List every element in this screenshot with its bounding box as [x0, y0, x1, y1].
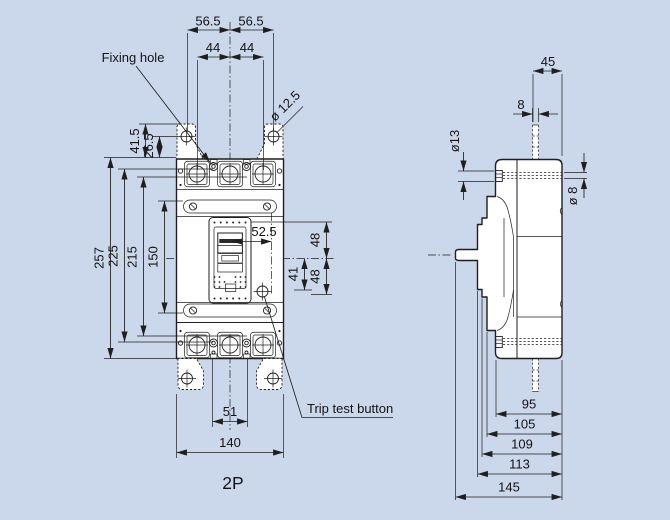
breaker-body-side	[454, 158, 563, 360]
dim-113: 113	[509, 457, 530, 472]
dim-48-top: 48	[308, 233, 323, 247]
fixing-hole-leader	[135, 65, 211, 163]
dim-145: 145	[498, 480, 520, 495]
dim-140: 140	[219, 435, 241, 450]
bottom-cover-plate	[176, 302, 284, 323]
top-cover-plate	[176, 199, 284, 217]
front-view-dimensions: 56.5 56.5 44 44 Fixing hole ø 12.5 41.5 …	[92, 14, 394, 494]
dim-52-5: 52.5	[251, 224, 276, 239]
trip-test-label: Trip test button	[307, 401, 393, 416]
side-view-dimensions: 45 8 ø13 ø 8 95 105 109 113 1	[447, 54, 588, 501]
side-view	[428, 124, 563, 392]
dim-95: 95	[522, 397, 536, 412]
terminal-screw-top	[495, 170, 562, 182]
dim-215: 215	[125, 246, 140, 268]
fixing-hole-label: Fixing hole	[102, 50, 165, 65]
dim-150: 150	[146, 246, 161, 268]
dim-225: 225	[106, 245, 121, 267]
dim-56-5-right: 56.5	[238, 14, 263, 29]
terminal-screw-bottom	[495, 336, 562, 348]
dim-44-left: 44	[206, 40, 220, 55]
breaker-body-front	[175, 158, 285, 360]
bottom-mounting-stud	[532, 358, 539, 392]
dim-41: 41	[286, 267, 301, 281]
dim-51: 51	[223, 404, 237, 419]
trip-test-leader	[264, 296, 393, 418]
front-view	[166, 22, 336, 430]
side-notch-upper	[559, 207, 563, 215]
top-mounting-stud	[532, 124, 539, 159]
dim-45: 45	[541, 54, 555, 69]
side-notch-lower	[559, 300, 563, 308]
dim-26-5: 26.5	[141, 133, 156, 158]
dim-8: 8	[517, 97, 524, 112]
handle-grip	[219, 239, 241, 243]
dim-8-dia: ø 8	[565, 187, 580, 206]
dim-56-5-left: 56.5	[195, 14, 220, 29]
nameplate-window	[225, 283, 237, 292]
pole-count-label: 2P	[222, 473, 243, 493]
dim-48-bottom: 48	[308, 269, 323, 283]
dim-109: 109	[511, 437, 533, 452]
dim-105: 105	[514, 417, 536, 432]
top-terminal-row	[176, 159, 284, 190]
dim-41-5: 41.5	[127, 128, 142, 153]
bottom-mounting-brackets	[177, 358, 283, 390]
dim-44-right: 44	[240, 40, 254, 55]
dim-257: 257	[92, 247, 107, 269]
dim-13-dia: ø13	[447, 130, 462, 152]
